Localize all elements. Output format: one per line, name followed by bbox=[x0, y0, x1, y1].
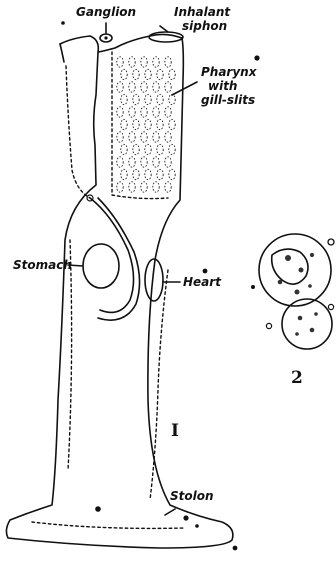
gill-slits bbox=[117, 57, 175, 192]
gill-slit bbox=[141, 57, 147, 67]
gill-slit bbox=[153, 182, 159, 192]
gill-slit bbox=[121, 169, 127, 179]
label-inhalant-siphon-2: siphon bbox=[182, 19, 227, 33]
gill-slit bbox=[129, 132, 135, 142]
gill-slit bbox=[117, 132, 123, 142]
gill-slit bbox=[165, 157, 171, 167]
label-stomach: Stomach bbox=[13, 258, 72, 272]
label-ganglion: Ganglion bbox=[76, 5, 136, 19]
gill-slit bbox=[141, 107, 147, 117]
label-stolon: Stolon bbox=[170, 489, 214, 503]
gill-slit bbox=[133, 169, 139, 179]
figure-number-1: I bbox=[171, 421, 179, 441]
label-pharynx-2: with bbox=[208, 79, 237, 93]
gill-slit bbox=[165, 182, 171, 192]
gill-slit bbox=[129, 57, 135, 67]
gill-slit bbox=[133, 69, 139, 79]
stray-dots bbox=[61, 21, 259, 289]
gill-slit bbox=[117, 107, 123, 117]
label-pharynx-1: Pharynx bbox=[201, 65, 258, 79]
gill-slit bbox=[157, 94, 163, 104]
gill-slit bbox=[169, 119, 175, 129]
gill-slit bbox=[121, 94, 127, 104]
gill-slit bbox=[129, 107, 135, 117]
gill-slit bbox=[153, 107, 159, 117]
figure-number-2: 2 bbox=[291, 368, 303, 388]
gill-slit bbox=[129, 182, 135, 192]
gill-slit bbox=[117, 182, 123, 192]
gill-slit bbox=[153, 82, 159, 92]
label-pharynx-3: gill-slits bbox=[201, 93, 255, 107]
gill-slit bbox=[145, 94, 151, 104]
gill-slit bbox=[133, 119, 139, 129]
gill-slit bbox=[145, 144, 151, 154]
gill-slit bbox=[169, 144, 175, 154]
stomach bbox=[83, 244, 119, 288]
gill-slit bbox=[157, 169, 163, 179]
gill-slit bbox=[141, 82, 147, 92]
gill-slit bbox=[157, 144, 163, 154]
gill-slit bbox=[121, 119, 127, 129]
ganglion bbox=[100, 23, 112, 42]
gill-slit bbox=[169, 69, 175, 79]
gill-slit bbox=[141, 157, 147, 167]
label-heart: Heart bbox=[183, 275, 222, 289]
gill-slit bbox=[153, 157, 159, 167]
gill-slit bbox=[165, 132, 171, 142]
gill-slit bbox=[165, 57, 171, 67]
gill-slit bbox=[145, 119, 151, 129]
gill-slit bbox=[165, 82, 171, 92]
gut bbox=[87, 195, 140, 320]
gill-slit bbox=[133, 94, 139, 104]
gill-slit bbox=[169, 94, 175, 104]
gill-slit bbox=[129, 82, 135, 92]
gill-slit bbox=[117, 82, 123, 92]
gill-slit bbox=[169, 169, 175, 179]
figure-2-cells bbox=[259, 234, 334, 349]
zooid-body bbox=[6, 32, 232, 548]
gill-slit bbox=[129, 157, 135, 167]
gill-slit bbox=[133, 144, 139, 154]
pharynx bbox=[112, 52, 175, 199]
gill-slit bbox=[145, 69, 151, 79]
gill-slit bbox=[121, 144, 127, 154]
gill-slit bbox=[141, 132, 147, 142]
gill-slit bbox=[121, 69, 127, 79]
label-inhalant-siphon-1: Inhalant bbox=[174, 5, 231, 19]
gill-slit bbox=[117, 157, 123, 167]
gill-slit bbox=[157, 69, 163, 79]
gill-slit bbox=[141, 182, 147, 192]
gill-slit bbox=[145, 169, 151, 179]
gill-slit bbox=[117, 57, 123, 67]
gill-slit bbox=[153, 132, 159, 142]
gill-slit bbox=[165, 107, 171, 117]
gill-slit bbox=[153, 57, 159, 67]
gill-slit bbox=[157, 119, 163, 129]
